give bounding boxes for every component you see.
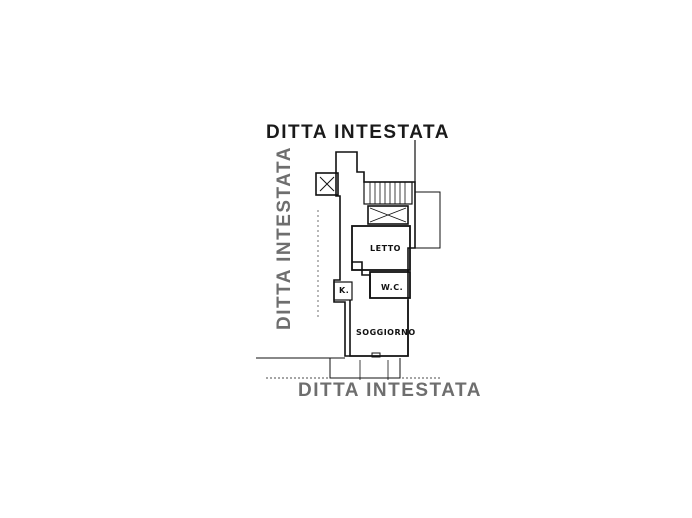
kitchen-walls xyxy=(333,281,353,301)
room-label-kitchen: K. xyxy=(339,286,350,295)
landing xyxy=(367,205,409,225)
living-room-walls xyxy=(349,300,409,357)
outer-wall xyxy=(333,151,416,357)
elevator-shaft xyxy=(315,172,339,196)
bedroom-walls xyxy=(351,225,411,271)
neighbor-label-left: DITTA INTESTATA xyxy=(274,146,295,330)
room-label-living-room: SOGGIORNO xyxy=(356,328,416,337)
neighbor-label-bottom: DITTA INTESTATA xyxy=(298,380,482,401)
neighbor-label-top: DITTA INTESTATA xyxy=(266,122,450,143)
room-label-bedroom: LETTO xyxy=(370,244,401,253)
room-label-bathroom: W.C. xyxy=(381,283,404,292)
staircase xyxy=(363,181,413,205)
